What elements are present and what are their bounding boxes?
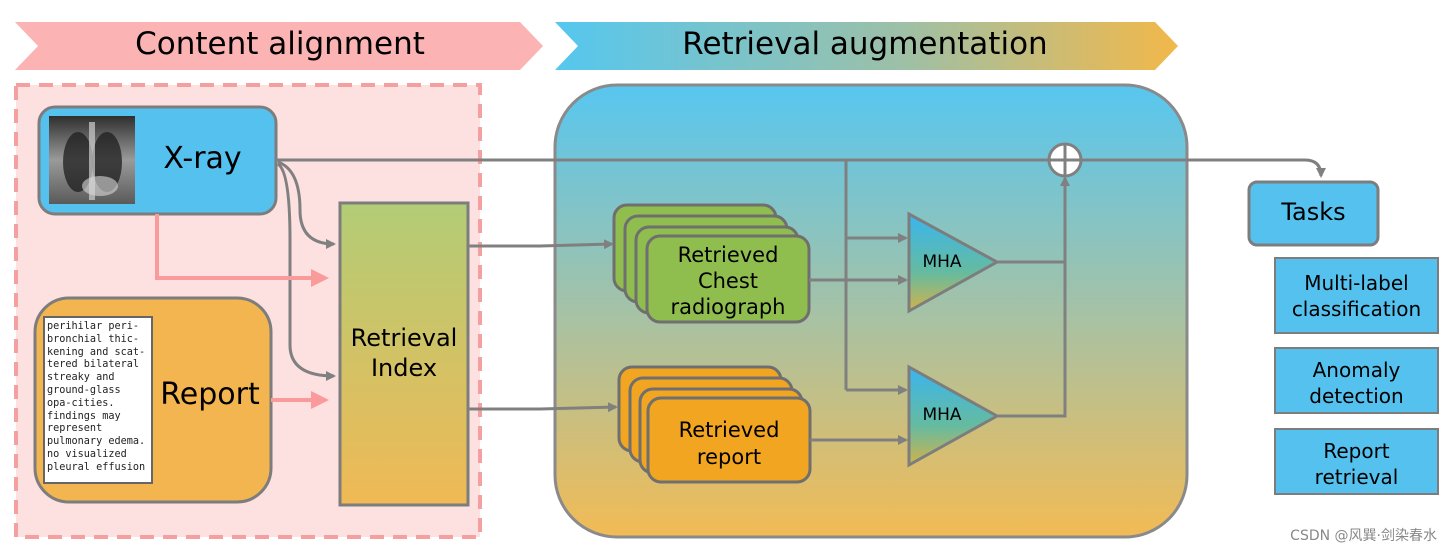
retrieved-report-line1: Retrieved	[678, 418, 780, 442]
task-multilabel-line1: Multi-label	[1304, 271, 1409, 295]
retrieval-augmentation-banner	[555, 22, 1178, 70]
tasks-header-box	[1247, 180, 1380, 247]
content-alignment-banner	[15, 22, 543, 70]
mha-bottom-label: MHA	[922, 405, 962, 425]
sum-node-icon	[1047, 142, 1083, 178]
connector-lines	[276, 158, 1326, 445]
retrieval-index-line2: Index	[370, 354, 438, 383]
retrieved-report-stack	[617, 365, 812, 484]
retrieved-chest-line1: Retrieved	[677, 243, 779, 267]
task-anomaly-line2: detection	[1309, 384, 1404, 408]
retrieved-chest-label: Retrieved Chest radiograph	[647, 242, 809, 320]
retrieved-chest-stack	[612, 203, 811, 324]
report-text-snippet: perihilar peri- bronchial thic- kening a…	[43, 316, 153, 484]
task-report-retrieval-line2: retrieval	[1314, 465, 1399, 489]
retrieved-report-label: Retrieved report	[648, 417, 810, 471]
task-box-anomaly	[1274, 347, 1439, 414]
retrieved-chest-line3: radiograph	[670, 295, 786, 319]
task-report-retrieval-label: Report retrieval	[1275, 438, 1438, 490]
report-label: Report	[160, 377, 260, 412]
content-alignment-title: Content alignment	[135, 26, 425, 62]
task-anomaly-line1: Anomaly	[1312, 358, 1401, 382]
mha-bottom-block	[907, 364, 1001, 468]
task-box-multilabel	[1274, 257, 1439, 334]
retrieved-report-line2: report	[696, 445, 762, 469]
watermark-text: CSDN @风巽·剑染春水	[1290, 528, 1437, 544]
mha-top-label: MHA	[922, 252, 962, 272]
retrieved-chest-line2: Chest	[697, 269, 759, 293]
task-anomaly-label: Anomaly detection	[1275, 357, 1438, 409]
retrieval-augmentation-title: Retrieval augmentation	[682, 26, 1048, 62]
pink-arrows	[155, 214, 329, 409]
tasks-header-label: Tasks	[1281, 198, 1346, 226]
retrieval-index-box	[338, 201, 470, 507]
task-report-retrieval-line1: Report	[1323, 439, 1390, 463]
mha-top-block	[907, 211, 1001, 314]
retrieval-index-label: Retrieval Index	[340, 325, 468, 382]
task-multilabel-label: Multi-label classification	[1275, 270, 1438, 322]
xray-image-icon	[49, 116, 135, 204]
task-multilabel-line2: classification	[1291, 297, 1422, 321]
retrieval-index-line1: Retrieval	[350, 324, 458, 352]
xray-label: X-ray	[163, 141, 242, 176]
task-box-report-retrieval	[1274, 428, 1439, 495]
